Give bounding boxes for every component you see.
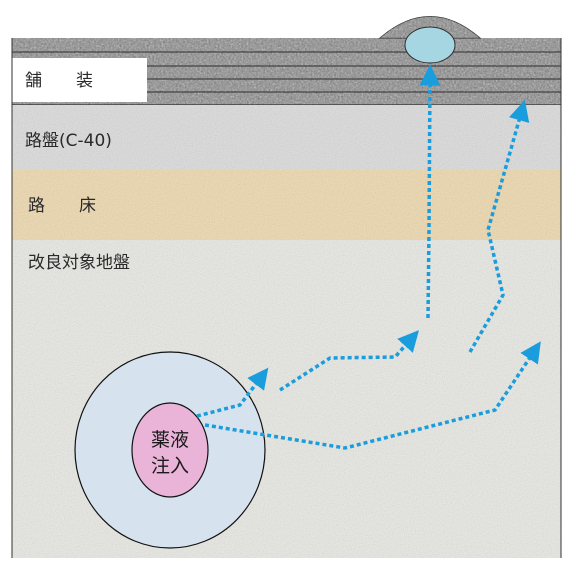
pavement-label-box xyxy=(12,58,147,102)
flow-arrow-to-void xyxy=(419,64,441,319)
flow-arrow-right-zigzag xyxy=(468,99,530,353)
base-course-label: 路盤(C-40) xyxy=(25,131,112,151)
pavement-layer: 舗 装 xyxy=(12,16,561,106)
pavement-label: 舗 装 xyxy=(25,71,93,91)
improvement-ground-label: 改良対象地盤 xyxy=(28,253,130,273)
subgrade-label: 路 床 xyxy=(28,196,96,216)
void-bubble xyxy=(404,26,456,64)
injection-label-line1: 薬液 xyxy=(151,429,189,451)
base-course-layer: 路盤(C-40) xyxy=(12,105,561,170)
flow-arrows xyxy=(196,64,541,450)
flow-arrow-middle xyxy=(279,330,420,392)
flow-arrow-upper-left xyxy=(196,367,269,418)
injection-core xyxy=(131,402,209,498)
injection-label-line2: 注入 xyxy=(151,455,189,477)
subgrade-layer: 路 床 xyxy=(12,170,561,240)
flow-arrow-lower xyxy=(204,341,541,450)
